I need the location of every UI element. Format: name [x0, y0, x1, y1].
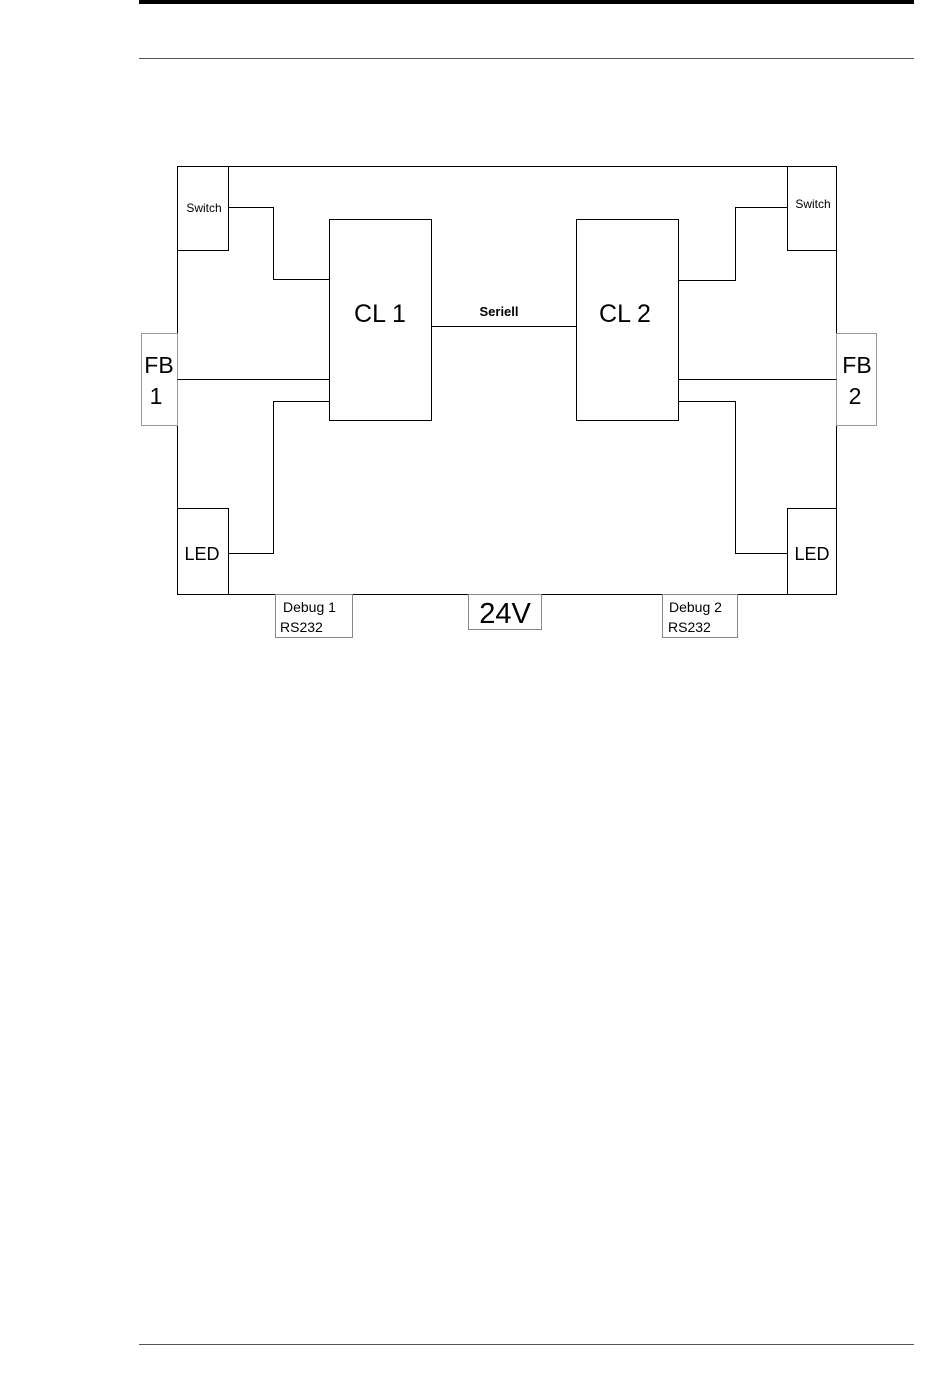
debug1-label-line1: Debug 1: [283, 599, 336, 615]
debug1-label-line2: RS232: [280, 619, 323, 635]
led-right-label: LED: [794, 544, 829, 564]
fb1-box: [142, 334, 178, 426]
fb2-box: [837, 334, 877, 426]
wire-switch-cl2: [679, 208, 788, 281]
debug2-label-line2: RS232: [668, 619, 711, 635]
switch-left-label: Switch: [186, 201, 221, 215]
wire-switch-cl1: [229, 208, 330, 280]
fb2-label-line1: FB: [842, 352, 871, 378]
cl2-label: CL 2: [599, 300, 651, 328]
cl1-label: CL 1: [354, 300, 406, 328]
wire-cl2-led: [679, 402, 788, 554]
switch-right-label: Switch: [795, 197, 830, 211]
fb1-label-line2: 1: [150, 383, 163, 409]
wire-cl1-led: [229, 402, 330, 554]
led-left-label: LED: [184, 544, 219, 564]
serial-label: Seriell: [479, 304, 518, 319]
power-label: 24V: [479, 598, 531, 630]
debug2-label-line1: Debug 2: [669, 599, 722, 615]
fb1-label-line1: FB: [144, 352, 173, 378]
fb2-label-line2: 2: [849, 383, 862, 409]
board-outline: [178, 167, 837, 595]
